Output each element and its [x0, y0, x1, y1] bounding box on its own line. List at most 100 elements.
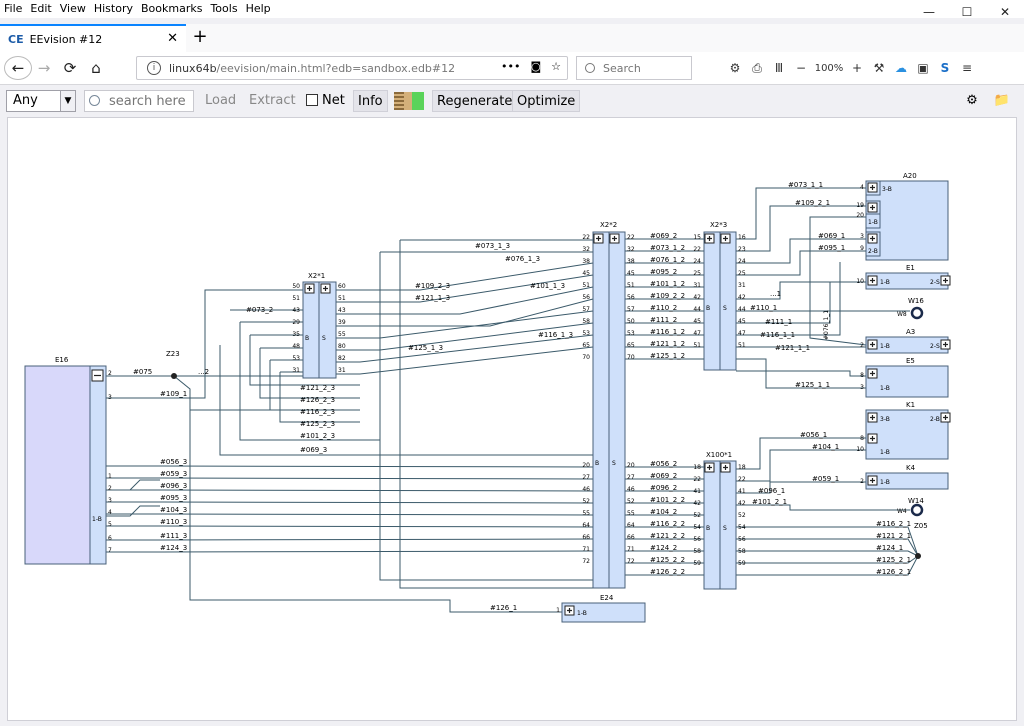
pin-number: 24 — [693, 258, 701, 265]
pin-number: 10 — [856, 278, 864, 285]
component-label-x2-2: X2*2 — [600, 221, 617, 229]
browser-search[interactable] — [576, 56, 692, 80]
wire-label: #109_2_3 — [415, 282, 450, 290]
pin-number: 52 — [738, 512, 746, 519]
sidebar-icon[interactable]: ▣ — [917, 61, 929, 75]
cloud-icon[interactable]: ☁ — [895, 61, 907, 75]
component-label-e5: E5 — [906, 357, 915, 365]
page-actions-icon[interactable]: ••• — [500, 60, 521, 73]
wire — [736, 550, 919, 557]
gear-icon[interactable]: ⚙ — [729, 61, 741, 75]
pin-number: 55 — [338, 331, 346, 338]
menu-bookmarks[interactable]: Bookmarks — [140, 2, 203, 15]
pin-number: 23 — [738, 246, 746, 253]
menu-tools[interactable]: Tools — [210, 2, 238, 15]
pin-number: 7 — [108, 547, 112, 554]
s-extension-icon[interactable]: S — [940, 61, 950, 75]
load-button[interactable]: Load — [205, 93, 237, 108]
plus-icon — [870, 236, 875, 241]
home-icon[interactable]: ⌂ — [91, 59, 101, 77]
net-label[interactable]: Net — [322, 93, 345, 108]
wire-label: #101_2_1 — [752, 498, 787, 506]
connector-label: 2-B — [868, 248, 878, 255]
menu-file[interactable]: File — [4, 2, 23, 15]
hamburger-menu-icon[interactable]: ≡ — [961, 61, 973, 75]
close-tab-icon[interactable]: ✕ — [167, 31, 178, 46]
type-select-value: Any — [13, 93, 38, 108]
wire-label: #110_2 — [650, 304, 677, 312]
app-toolbar: Any ▼ Load Extract Net Info Regenerate O… — [0, 85, 1024, 117]
pocket-icon[interactable]: ◙ — [530, 60, 542, 73]
wire — [106, 505, 160, 517]
pin-number: 65 — [582, 342, 590, 349]
pin-number: 65 — [627, 342, 635, 349]
plus-icon — [307, 286, 312, 291]
zoom-out-icon[interactable]: − — [795, 61, 807, 75]
bookmark-star-icon[interactable]: ☆ — [551, 60, 561, 73]
regenerate-button[interactable]: Regenerate — [432, 90, 518, 112]
diagram-search-input[interactable] — [107, 93, 195, 110]
print-icon[interactable]: ⎙ — [752, 60, 762, 75]
extract-button[interactable]: Extract — [249, 93, 296, 108]
maximize-icon[interactable]: ☐ — [961, 5, 973, 19]
pin-number: 44 — [693, 306, 701, 313]
pin-number: 52 — [693, 512, 701, 519]
pin-number: 51 — [338, 295, 346, 302]
menu-edit[interactable]: Edit — [30, 2, 52, 15]
pin-number: 71 — [582, 546, 590, 553]
zoom-in-icon[interactable]: + — [851, 61, 863, 75]
reload-icon[interactable]: ⟳ — [63, 59, 77, 77]
info-icon[interactable]: i — [147, 61, 161, 75]
diagram-search[interactable] — [84, 90, 195, 112]
new-tab-button[interactable]: + — [192, 26, 208, 47]
plus-icon — [323, 286, 328, 291]
menu-view[interactable]: View — [59, 2, 86, 15]
close-window-icon[interactable]: ✕ — [999, 5, 1011, 19]
pin-number: 20 — [856, 212, 864, 219]
wrench-icon[interactable]: ⚒ — [873, 61, 885, 75]
wire-label: #075 — [133, 368, 152, 376]
pin-number: 57 — [582, 306, 590, 313]
settings-gear-icon[interactable]: ⚙ — [966, 93, 978, 108]
wire-label: #125_2_1 — [876, 556, 911, 564]
minimize-icon[interactable]: — — [923, 5, 935, 19]
pin-number: 58 — [582, 318, 590, 325]
library-icon[interactable]: Ⅲ — [774, 61, 784, 75]
url-text[interactable]: linux64b/eevision/main.html?edb=sandbox.… — [169, 61, 456, 75]
pin-number: 25 — [738, 270, 746, 277]
folder-icon[interactable]: 📁 — [993, 93, 1011, 108]
wire-label: ...2 — [198, 368, 209, 376]
net-checkbox[interactable] — [306, 94, 318, 106]
search-icon — [585, 63, 595, 73]
url-bar[interactable]: i linux64b/eevision/main.html?edb=sandbo… — [136, 56, 568, 80]
pin-number: 3 — [108, 497, 112, 504]
wire — [736, 526, 919, 557]
wire-label: #125_2_2 — [650, 556, 685, 564]
menu-history[interactable]: History — [93, 2, 133, 15]
pin-number: 41 — [693, 488, 701, 495]
chevron-down-icon[interactable]: ▼ — [60, 91, 75, 111]
wire-label: #116_2_3 — [300, 408, 335, 416]
color-swatch[interactable] — [394, 92, 424, 110]
plus-icon — [870, 278, 875, 283]
diagram-canvas[interactable] — [7, 117, 1017, 721]
browser-search-input[interactable] — [601, 60, 685, 76]
tab-eevision[interactable]: CE EEvision #12 ✕ — [0, 24, 186, 52]
info-button[interactable]: Info — [353, 90, 388, 112]
back-icon[interactable]: ← — [4, 56, 32, 80]
wire-label: #101_1_2 — [650, 280, 685, 288]
zoom-level[interactable]: 100% — [814, 62, 844, 74]
optimize-button[interactable]: Optimize — [512, 90, 581, 112]
type-select[interactable]: Any ▼ — [6, 90, 76, 112]
component-label-z23: Z23 — [166, 350, 180, 358]
plus-icon — [870, 415, 875, 420]
pin-number: 38 — [627, 258, 635, 265]
wire — [336, 298, 594, 327]
pin-number: 66 — [627, 534, 635, 541]
forward-icon[interactable]: → — [37, 59, 51, 77]
connector-label: 3-B — [882, 186, 892, 193]
wire — [736, 262, 841, 336]
menu-help[interactable]: Help — [245, 2, 271, 15]
connector-label: 1-B — [880, 479, 890, 486]
